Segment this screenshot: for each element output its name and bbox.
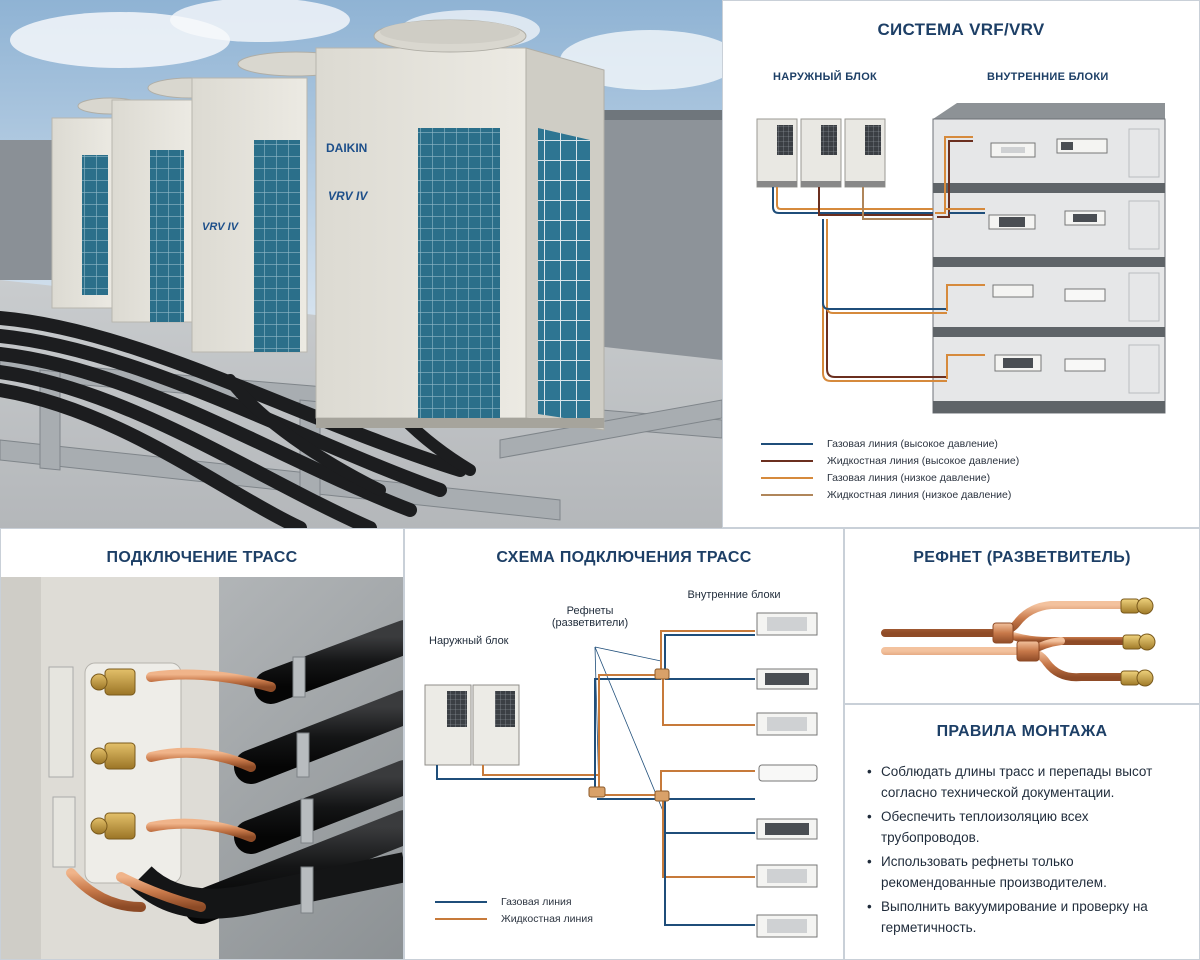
vrf-legend: Газовая линия (высокое давление) Жидкост… <box>761 435 1019 503</box>
legend-item: Жидкостная линия (низкое давление) <box>761 486 1019 503</box>
installation-rules-panel: ПРАВИЛА МОНТАЖА Соблюдать длины трасс и … <box>844 704 1200 960</box>
rooftop-illustration: VRV IV DAIKIN VRV IV <box>0 0 722 528</box>
vrf-system-panel: СИСТЕМА VRF/VRV НАРУЖНЫЙ БЛОК ВНУТРЕННИЕ… <box>722 0 1200 528</box>
rule-item: Соблюдать длины трасс и перепады высот с… <box>867 761 1183 803</box>
vrf-system-title: СИСТЕМА VRF/VRV <box>877 20 1045 39</box>
connection-photo-panel: ПОДКЛЮЧЕНИЕ ТРАСС <box>0 528 404 960</box>
legend-item: Газовая линия (высокое давление) <box>761 435 1019 452</box>
outdoor-unit-4: DAIKIN VRV IV <box>315 19 605 431</box>
refnet-caption: Рефнеты (разветвители) <box>551 605 629 629</box>
outdoor-unit-caption: Наружный блок <box>429 635 509 647</box>
model-label: VRV IV <box>328 189 368 203</box>
rule-item: Обеспечить теплоизоляцию всех трубопрово… <box>867 806 1183 848</box>
svg-text:VRV IV: VRV IV <box>202 221 240 233</box>
outdoor-unit-group <box>756 118 886 188</box>
outdoor-unit-pair <box>424 684 520 766</box>
connection-legend: Газовая линия Жидкостная линия <box>435 893 593 927</box>
indoor-unit-ducted <box>1056 138 1108 372</box>
connection-scheme-panel: СХЕМА ПОДКЛЮЧЕНИЯ ТРАСС Наружный блок Ре… <box>404 528 844 960</box>
connection-scheme-title: СХЕМА ПОДКЛЮЧЕНИЯ ТРАСС <box>496 549 752 566</box>
legend-item: Жидкостная линия (высокое давление) <box>761 452 1019 469</box>
outdoor-unit-1 <box>51 97 143 309</box>
rules-title: ПРАВИЛА МОНТАЖА <box>936 723 1108 740</box>
legend-item: Газовая линия <box>435 893 593 910</box>
connection-photo-title: ПОДКЛЮЧЕНИЕ ТРАСС <box>106 549 298 566</box>
indoor-unit-cassette <box>988 142 1042 372</box>
indoor-unit-list <box>756 612 818 938</box>
pipe-connection-illustration <box>1 577 403 959</box>
connection-schematic <box>424 612 818 938</box>
brand-label: DAIKIN <box>326 141 367 155</box>
refnet-title: РЕФНЕТ (РАЗВЕТВИТЕЛЬ) <box>913 549 1131 566</box>
refnet-illustration <box>881 597 1156 687</box>
refnet-panel: РЕФНЕТ (РАЗВЕТВИТЕЛЬ) <box>844 528 1200 704</box>
rooftop-photo: VRV IV DAIKIN VRV IV <box>0 0 722 528</box>
rule-item: Выполнить вакуумирование и проверку на г… <box>867 896 1183 938</box>
indoor-units-label: ВНУТРЕННИЕ БЛОКИ <box>987 71 1109 83</box>
rules-list: Соблюдать длины трасс и перепады высот с… <box>867 761 1183 941</box>
legend-item: Жидкостная линия <box>435 910 593 927</box>
vrf-schematic <box>756 103 1166 414</box>
outdoor-unit-3: VRV IV <box>191 51 355 353</box>
legend-item: Газовая линия (низкое давление) <box>761 469 1019 486</box>
rule-item: Использовать рефнеты только рекомендован… <box>867 851 1183 893</box>
building-section <box>932 103 1166 414</box>
outdoor-unit-label: НАРУЖНЫЙ БЛОК <box>773 71 878 83</box>
indoor-units-caption: Внутренние блоки <box>687 589 781 601</box>
